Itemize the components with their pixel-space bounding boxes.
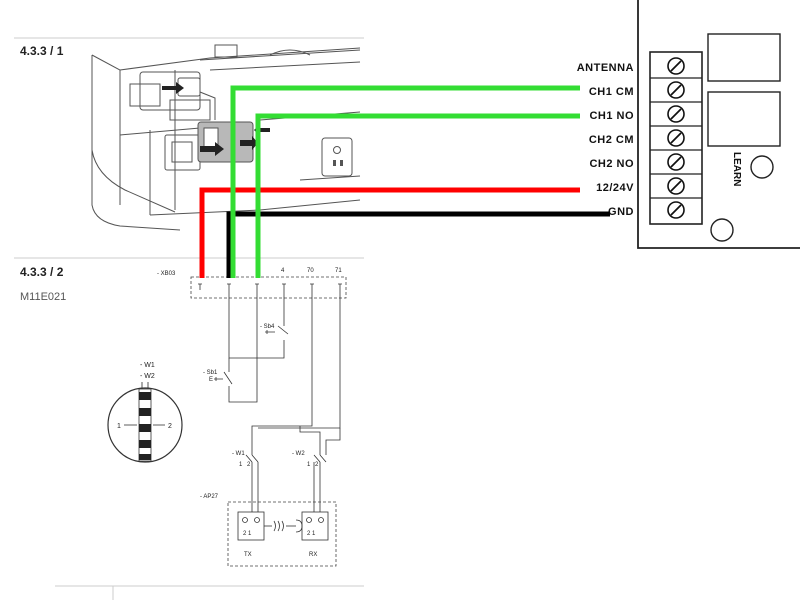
inset-label-2: 2 <box>168 423 172 430</box>
screw-icon <box>667 105 685 123</box>
w1-wire <box>251 290 313 455</box>
connector-label: - XB03 <box>157 271 176 277</box>
sb1-mark: E <box>209 377 213 383</box>
arrow-icon <box>162 82 184 94</box>
terminal-label-gnd: GND <box>608 206 634 218</box>
w2-label: - W2 <box>140 373 155 380</box>
receiver-board-outline <box>637 0 800 249</box>
sb4-contact <box>277 325 289 335</box>
w1-contact-label: - W1 <box>232 451 245 457</box>
screw-icon <box>667 57 685 75</box>
schematic: - XB03 4 70 71 - Sb4 - Sb1 E - W1 <box>157 268 347 567</box>
w2-contact-2: 2 <box>315 462 319 468</box>
terminal-number-70: 70 <box>307 268 314 274</box>
relay-2 <box>707 91 781 147</box>
arrow-icon <box>200 142 224 156</box>
screw-icon <box>667 201 685 219</box>
learn-label: LEARN <box>731 152 742 186</box>
screw-icon <box>667 81 685 99</box>
rx-label: RX <box>309 552 317 558</box>
power-wire <box>199 187 580 278</box>
connector-xb03 <box>190 276 347 299</box>
ap27-label: - AP27 <box>200 494 219 500</box>
tx-label: TX <box>244 552 252 558</box>
w2-contact-1: 1 <box>307 462 311 468</box>
w1-contact-2: 2 <box>247 462 251 468</box>
terminal-marks <box>198 283 342 290</box>
terminal-label-ch2-cm: CH2 CM <box>589 134 634 146</box>
w1-label: - W1 <box>140 362 155 369</box>
ch1-no-wire <box>255 113 580 278</box>
figure-code: M11E021 <box>20 291 66 303</box>
w1-contact-1: 1 <box>239 462 243 468</box>
receiver-module: ANTENNA CH1 CM CH1 NO CH2 CM CH2 NO 12/2… <box>577 0 800 249</box>
terminal-strip <box>649 51 703 225</box>
tx-pins: 2 1 <box>243 531 252 537</box>
terminal-label-ch1-cm: CH1 CM <box>589 86 634 98</box>
screw-icon <box>667 153 685 171</box>
terminal-label-12-24v: 12/24V <box>596 182 634 194</box>
sb4-label: - Sb4 <box>260 324 275 330</box>
terminal-label-ch1-no: CH1 NO <box>589 110 634 122</box>
section-heading-1: 4.3.3 / 1 <box>20 44 64 58</box>
led-indicator <box>710 218 734 242</box>
push-button-housing <box>164 134 201 171</box>
arrow-icon <box>240 136 258 150</box>
screw-icon <box>667 129 685 147</box>
terminal-label-ch2-no: CH2 NO <box>589 158 634 170</box>
terminal-number-71: 71 <box>335 268 342 274</box>
opener-illustration <box>91 44 361 231</box>
terminal-number-4: 4 <box>281 268 285 274</box>
screw-icon <box>667 177 685 195</box>
section-heading-2: 4.3.3 / 2 <box>20 265 64 279</box>
inset-label-1: 1 <box>117 423 121 430</box>
cable-inset: - W1 - W2 1 2 <box>107 362 183 463</box>
relay-1 <box>707 33 781 82</box>
key-switch-plate <box>321 137 353 177</box>
sb1-return-wire <box>228 290 258 403</box>
sb4-loop-wire <box>228 290 285 359</box>
beam-waves-icon <box>273 520 284 532</box>
terminal-label-antenna: ANTENNA <box>577 62 634 74</box>
learn-button[interactable] <box>750 155 774 179</box>
gnd-wire <box>226 211 610 278</box>
sb1-label: - Sb1 <box>203 370 218 376</box>
ch1-cm-wire <box>230 85 580 278</box>
ap27-box <box>227 501 337 567</box>
w2-contact-label: - W2 <box>292 451 305 457</box>
rx-pins: 2 1 <box>307 531 316 537</box>
